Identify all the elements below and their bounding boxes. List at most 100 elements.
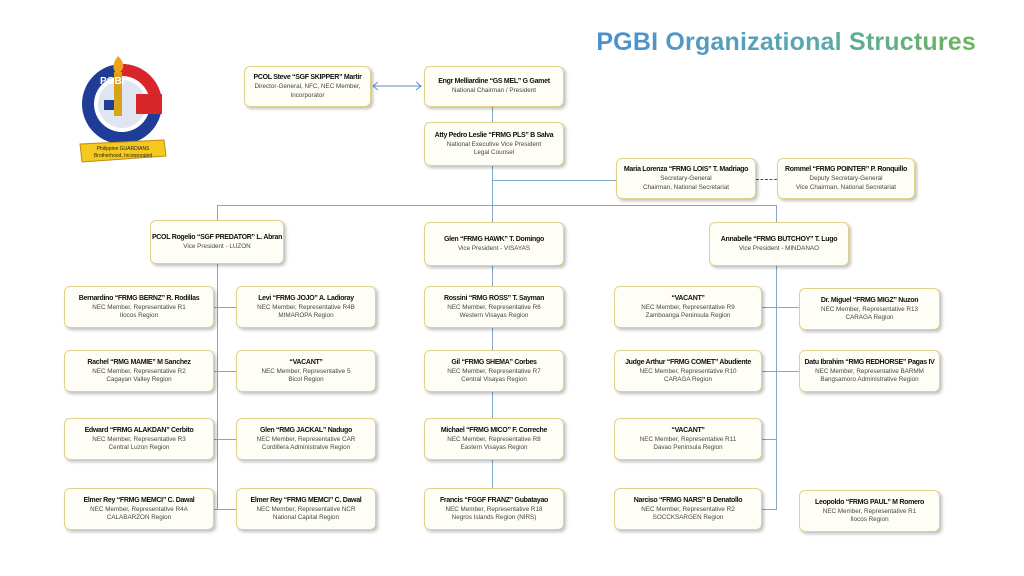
connector	[776, 205, 777, 510]
member-box-salva: Atty Pedro Leslie “FRMG PLS” B Salva Nat…	[424, 122, 564, 166]
member-name: Gil “FRMG SHEMA” Corbes	[451, 358, 537, 366]
member-role: Vice President - MINDANAO	[738, 244, 820, 252]
member-role: NEC Member, Representative R18	[445, 505, 543, 513]
member-role: Negros Islands Region (NIRS)	[451, 514, 537, 521]
member-role: Chairman, National Secretariat	[642, 183, 730, 191]
member-role: Davao Peninsula Region	[653, 444, 723, 451]
member-role: Cagayan Valley Region	[106, 376, 172, 383]
member-role: National Capital Region	[272, 514, 340, 521]
member-name: Judge Arthur “FRMG COMET” Abudiente	[625, 358, 751, 366]
double-arrow	[372, 81, 422, 91]
member-role: NEC Member, Representative R10	[639, 367, 737, 375]
member-role: Western Visayas Region	[459, 312, 529, 319]
member-role: NEC Member, Representative BARMM	[815, 367, 924, 375]
connector	[213, 509, 237, 510]
member-role: Vice President - LUZON	[183, 242, 251, 250]
member-name: Atty Pedro Leslie “FRMG PLS” B Salva	[434, 131, 554, 139]
member-role: SOCCKSARGEN Region	[652, 514, 724, 521]
member-name: Leopoldo “FRMG PAUL” M Romero	[815, 498, 924, 506]
member-role: Central Visayas Region	[461, 376, 527, 383]
member-box-madriago: Maria Lorenza “FRMG LOIS” T. Madriago Se…	[616, 158, 756, 199]
member-role: NEC Member, Representative NCR	[256, 505, 356, 513]
member-role: MIMAROPA Region	[278, 312, 334, 319]
member-role: NEC Member, Representative R3	[92, 435, 186, 443]
svg-text:Philippine GUARDIANS: Philippine GUARDIANS	[97, 146, 150, 152]
member-name: PCOL Rogelio “SGF PREDATOR” L. Abran	[151, 233, 283, 241]
member-role: Director-General, NFC, NEC Member,	[254, 83, 361, 90]
member-role: National Chairman / President	[452, 87, 536, 95]
member-role: Bicol Region	[288, 376, 324, 383]
connector	[213, 439, 237, 440]
vp-box-luzon: PCOL Rogelio “SGF PREDATOR” L. Abran Vic…	[150, 220, 284, 264]
member-role: CALABARZON Region	[106, 514, 172, 521]
member-name: Narciso “FRMG NARS” B Denatollo	[633, 496, 743, 504]
connector	[762, 307, 800, 308]
member-box-ronquillo: Rommel “FRMG POINTER” P. Ronquillo Deput…	[777, 158, 915, 199]
member-role: Central Luzon Region	[108, 444, 170, 451]
member-name: Rachel “RMG MAMIE” M Sanchez	[87, 358, 191, 366]
member-name: Datu Ibrahim “RMG REDHORSE” Pagas IV	[804, 358, 935, 366]
member-role: NEC Member, Representative R1	[92, 303, 186, 311]
connector	[762, 371, 800, 372]
member-role: Ilocos Region	[119, 312, 159, 319]
member-role: CARAGA Region	[845, 314, 894, 321]
member-role: NEC Member, Representative R6	[447, 303, 541, 311]
member-role: NEC Member, Representative R11	[639, 435, 737, 443]
member-name: Elmer Rey “FRMG MEMCI” C. Dawal	[83, 496, 195, 504]
connector	[217, 205, 777, 206]
member-role: NEC Member, Representative R8	[447, 435, 541, 443]
member-role: NEC Member, Representative R4B	[257, 303, 355, 311]
member-role: NEC Member, Representative R13	[821, 305, 918, 313]
connector	[762, 509, 777, 510]
member-role: Legal Counsel	[473, 149, 515, 156]
member-name: PCOL Steve “SGF SKIPPER” Martir	[253, 74, 362, 81]
member-name: Francis “FGGF FRANZ” Gubatayao	[439, 496, 549, 504]
member-role: Eastern Visayas Region	[460, 444, 528, 451]
vp-box-mindanao: Annabelle “FRMG BUTCHOY” T. Lugo Vice Pr…	[709, 222, 849, 266]
member-role: Vice Chairman, National Secretariat	[796, 183, 896, 191]
member-role: Incorporator	[290, 91, 325, 99]
member-name: “VACANT”	[671, 294, 705, 302]
member-role: Cordillera Administratve Region	[261, 444, 351, 451]
member-role: NEC Member, Representative R7	[447, 367, 541, 375]
member-name: Glen “RMG JACKAL” Nadugo	[260, 426, 352, 434]
member-name: Rommel “FRMG POINTER” P. Ronquillo	[785, 166, 907, 173]
connector	[213, 371, 237, 372]
member-role: NEC Member, Representative R1	[822, 507, 917, 515]
member-name: Annabelle “FRMG BUTCHOY” T. Lugo	[720, 235, 838, 243]
member-role: Bangsamoro Administrative Region	[820, 376, 919, 383]
svg-text:Brotherhood, Incorporated: Brotherhood, Incorporated	[94, 153, 153, 159]
connector	[217, 205, 218, 510]
member-name: Maria Lorenza “FRMG LOIS” T. Madriago	[623, 166, 749, 173]
vp-box-visayas: Glen “FRMG HAWK” T. Domingo Vice Preside…	[424, 222, 564, 266]
member-name: “VACANT”	[671, 426, 705, 434]
svg-text:PGBI: PGBI	[100, 76, 125, 87]
connector	[762, 439, 777, 440]
member-role: NEC Member, Representative 5	[261, 367, 351, 375]
member-box-gamet: Engr Melliardine “GS MEL” G Gamet Nation…	[424, 66, 564, 107]
member-name: Michael “FRMG MICO” F. Correche	[440, 426, 548, 434]
member-name: Edward “FRMG ALAKDAN” Cerbito	[84, 426, 194, 434]
pgbi-logo: Philippine GUARDIANS Brotherhood, Incorp…	[79, 56, 167, 163]
connector-dashed	[756, 179, 777, 180]
member-role: Vice President - VISAYAS	[457, 244, 531, 252]
member-role: NEC Member, Representative R9	[641, 303, 735, 311]
